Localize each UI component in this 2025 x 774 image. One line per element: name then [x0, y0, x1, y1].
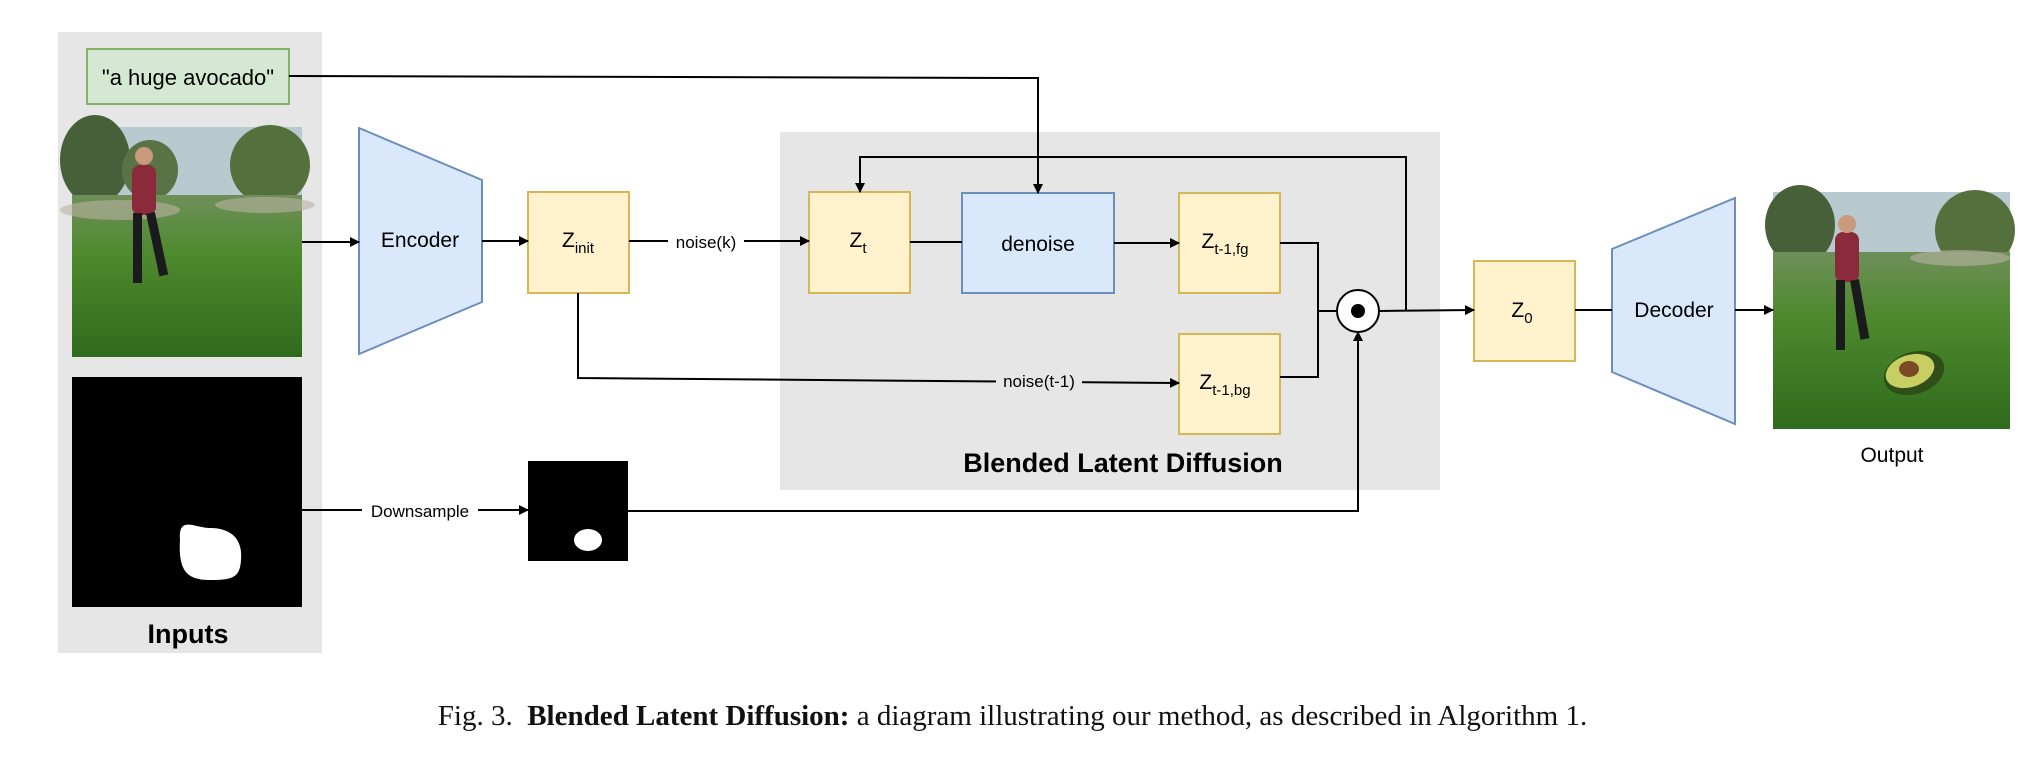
z-init-box [527, 191, 630, 294]
caption-text: a diagram illustrating our method, as de… [856, 700, 1588, 732]
caption-bold: Blended Latent Diffusion: [527, 700, 850, 732]
edge-zinit-to-bg [577, 293, 1180, 388]
z-init-label: Zinit [562, 229, 595, 257]
decoder-label: Decoder [1634, 299, 1713, 322]
noise-k-label-bg [668, 228, 744, 254]
z-fg-label: Zt-1,fg [1201, 230, 1248, 258]
output-label: Output [1860, 444, 1923, 467]
edge-loop-to-zt [855, 156, 1407, 311]
decoder-shape [1611, 196, 1736, 426]
downsampled-mask [528, 461, 628, 561]
figure-caption: Fig. 3. Blended Latent Diffusion: a diag… [0, 700, 2025, 733]
z-t-label: Zt [850, 229, 868, 257]
inputs-title: Inputs [148, 619, 229, 649]
prompt-text: "a huge avocado" [102, 65, 274, 90]
input-photo [60, 115, 315, 357]
downsample-label-bg [362, 497, 478, 523]
edge-downmask-to-blend [628, 331, 1363, 512]
edge-blend-to-z0 [1378, 305, 1475, 316]
noise-t1-label-bg [996, 367, 1082, 393]
denoise-label: denoise [1001, 233, 1075, 256]
encoder-label: Encoder [381, 229, 459, 252]
prompt-box [86, 48, 290, 105]
edge-fg-to-blend [1280, 242, 1337, 312]
encoder-shape [358, 126, 483, 356]
edge-bg-to-blend [1280, 311, 1319, 378]
z-0-label: Z0 [1511, 299, 1532, 327]
output-photo [1765, 185, 2015, 429]
group-title: Blended Latent Diffusion [963, 448, 1283, 478]
z-bg-box [1178, 333, 1281, 435]
z-bg-label: Zt-1,bg [1199, 371, 1250, 399]
mask-image [72, 377, 302, 607]
edges [288, 75, 1774, 515]
caption-prefix: Fig. 3. [437, 700, 513, 732]
downsample-label: Downsample [371, 502, 469, 521]
noise-t1-label: noise(t-1) [1003, 372, 1075, 391]
z-0-box [1473, 260, 1576, 362]
edge-prompt-to-denoise [288, 75, 1043, 194]
noise-k-label: noise(k) [676, 233, 736, 252]
blend-operator-dot [1351, 304, 1365, 318]
